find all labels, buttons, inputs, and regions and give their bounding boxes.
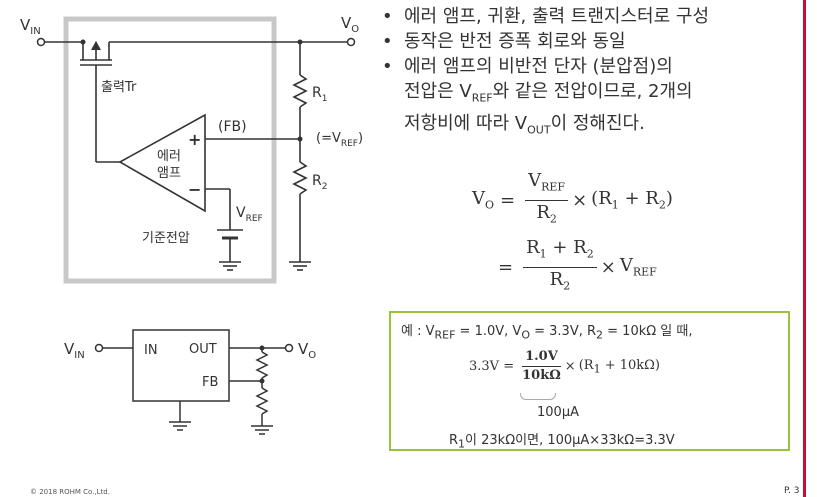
bullet-item: 에러 앰프, 귀환, 출력 트랜지스터로 구성 <box>380 4 800 29</box>
fb-pin-label: FB <box>202 375 218 390</box>
error-amp-label-line1: 에러 <box>157 149 181 164</box>
formula-paren: (R1 + R2) <box>591 188 673 212</box>
regulator-ic-boundary <box>63 16 277 284</box>
arrow-icon <box>91 41 101 50</box>
brace-icon <box>520 393 556 400</box>
minus-sign: − <box>188 180 201 199</box>
formula-fraction: R1 + R2 R2 <box>523 237 597 297</box>
error-amp-label-line2: 앰프 <box>157 166 181 181</box>
node-dot <box>259 378 265 384</box>
r2-label: R2 <box>312 173 327 192</box>
vo-terminal <box>284 343 294 353</box>
copyright: © 2018 ROHM Co.,Ltd. <box>30 488 110 496</box>
in-pin-label: IN <box>144 343 158 358</box>
bullet-list: 에러 앰프, 귀환, 출력 트랜지스터로 구성 동작은 반전 증폭 회로와 동일… <box>380 4 800 142</box>
vin-terminal <box>36 37 46 47</box>
vref-label: VREF <box>236 205 263 224</box>
fb-label: (FB) <box>218 119 247 135</box>
vo-label: VO <box>298 340 316 361</box>
formula-lhs: VO <box>472 188 495 212</box>
plus-sign: + <box>188 130 201 149</box>
reference-voltage-label: 기준전압 <box>142 231 190 246</box>
example-result: R1이 23kΩ이면, 100μA×33kΩ=3.3V <box>449 433 675 451</box>
vo-label: VO <box>341 14 359 35</box>
bullet-item: 에러 앰프의 비반전 단자 (분압점)의 전압은 VREF와 같은 전압이므로,… <box>380 54 800 142</box>
out-pin-label: OUT <box>189 342 217 357</box>
example-box: 예 : VREF = 1.0V, VO = 3.3V, R2 = 10kΩ 일 … <box>389 311 790 451</box>
vo-terminal <box>346 37 356 47</box>
node-dot <box>80 39 86 45</box>
vref-equality-label: (=VREF) <box>316 131 363 149</box>
example-current: 100μA <box>537 405 579 420</box>
vin-label: VIN <box>20 16 41 37</box>
formula-fraction: VREF R2 <box>525 170 569 230</box>
node-dot <box>297 136 303 142</box>
node-dot <box>259 345 265 351</box>
regulator-circuit-diagram: VIN VO 출력Tr R1 R2 (FB) (=VREF) 에러 앰프 + −… <box>20 14 363 284</box>
example-condition: 예 : VREF = 1.0V, VO = 3.3V, R2 = 10kΩ 일 … <box>401 324 693 342</box>
formula-vo-expanded: = R1 + R2 R2 × VREF <box>498 237 657 297</box>
regulator-block-diagram: VIN IN OUT FB VO <box>64 329 316 435</box>
accent-divider <box>803 0 806 497</box>
vin-label: VIN <box>64 340 85 361</box>
example-equation: 3.3V = 1.0V 10kΩ × (R1 + 10kΩ) <box>469 349 661 383</box>
r1-label: R1 <box>312 85 327 104</box>
transistor-label: 출력Tr <box>101 80 137 95</box>
page-number: P. 3 <box>784 486 800 496</box>
vin-terminal <box>94 343 104 353</box>
node-dot <box>297 39 303 45</box>
formula-vo: VO = VREF R2 × (R1 + R2) <box>472 170 673 230</box>
bullet-item: 동작은 반전 증폭 회로와 동일 <box>380 29 800 54</box>
